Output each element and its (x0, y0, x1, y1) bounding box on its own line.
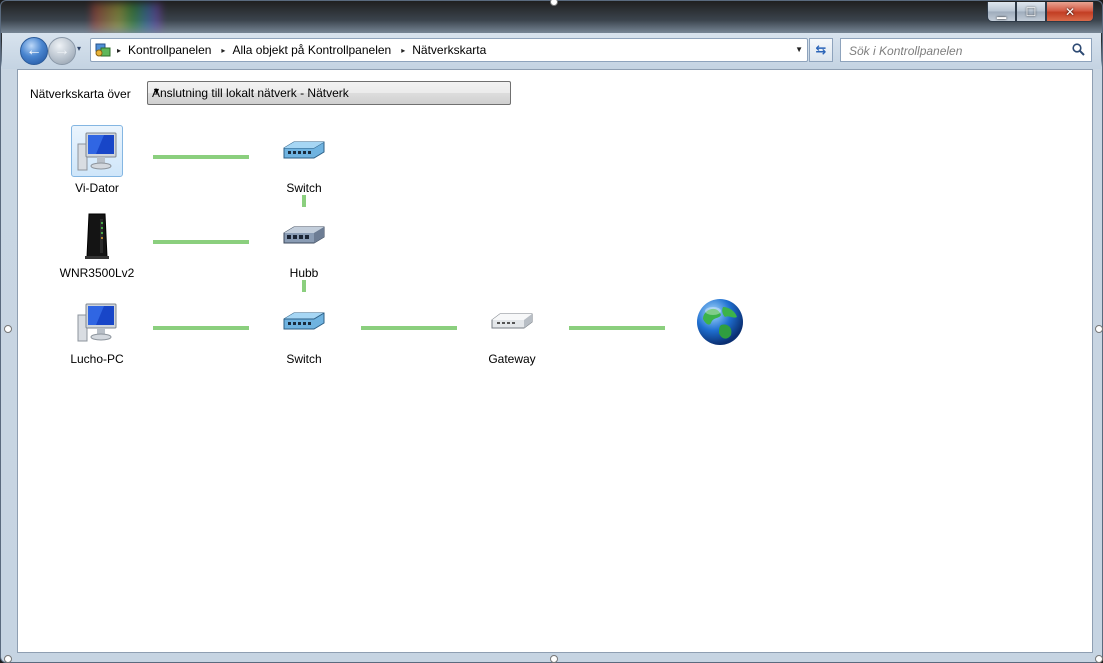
control-panel-icon (95, 43, 111, 57)
globe-icon (697, 299, 743, 345)
caption-buttons: ▁ ☐ ✕ (987, 2, 1094, 22)
breadcrumb: ▸ Kontrollpanelen ▸ Alla objekt på Kontr… (117, 39, 496, 61)
node-switch-bottom[interactable]: Switch (259, 296, 349, 366)
resize-grip-bottom-left[interactable] (4, 655, 12, 663)
computer-icon (77, 132, 117, 171)
hub-icon (283, 226, 325, 244)
minimize-button[interactable]: ▁ (987, 2, 1016, 22)
link-hubb-switch (302, 280, 306, 292)
back-button[interactable]: ← (20, 37, 48, 65)
resize-grip-left[interactable] (4, 325, 12, 333)
gateway-icon (491, 313, 533, 329)
link-vi-dator-switch (153, 155, 249, 159)
breadcrumb-natverkskarta[interactable]: Nätverkskarta (412, 43, 487, 57)
iconbox (694, 296, 746, 348)
node-label: Gateway (488, 352, 536, 366)
breadcrumb-kontrollpanelen[interactable]: Kontrollpanelen (128, 43, 212, 57)
network-map-pane: Nätverkskarta över Anslutning till lokal… (17, 69, 1093, 653)
address-history-dropdown[interactable]: ▼ (795, 45, 803, 54)
network-map-label: Nätverkskarta över (30, 87, 131, 101)
node-label: Hubb (289, 266, 319, 280)
iconbox (278, 296, 330, 348)
link-gateway-internet (569, 326, 665, 330)
breadcrumb-separator[interactable]: ▸ (401, 45, 406, 55)
node-hubb[interactable]: Hubb (259, 210, 349, 280)
node-label: Vi-Dator (75, 181, 119, 195)
iconbox (71, 125, 123, 177)
switch-icon (283, 312, 325, 330)
search-box[interactable] (840, 38, 1092, 62)
iconbox (278, 210, 330, 262)
close-button[interactable]: ✕ (1046, 2, 1094, 22)
forward-button[interactable]: → (48, 37, 76, 65)
iconbox (71, 296, 123, 348)
chevron-down-icon[interactable]: ▼ (152, 86, 161, 96)
resize-grip-bottom[interactable] (550, 655, 558, 663)
resize-grip-bottom-right[interactable] (1095, 655, 1103, 663)
link-switch-gateway (361, 326, 457, 330)
node-gateway[interactable]: Gateway (467, 296, 557, 366)
breadcrumb-separator[interactable]: ▸ (221, 45, 226, 55)
node-switch-top[interactable]: Switch (259, 125, 349, 195)
breadcrumb-separator[interactable]: ▸ (117, 45, 122, 55)
address-bar[interactable]: ▸ Kontrollpanelen ▸ Alla objekt på Kontr… (90, 38, 808, 62)
search-input[interactable] (847, 42, 1066, 60)
network-select-value: Anslutning till lokalt nätverk - Nätverk (152, 86, 349, 100)
node-label: WNR3500Lv2 (59, 266, 135, 280)
link-switch-hubb (302, 195, 306, 207)
node-wnr3500lv2[interactable]: WNR3500Lv2 (52, 210, 142, 280)
iconbox (486, 296, 538, 348)
link-lucho-switch (153, 326, 249, 330)
switch-icon (283, 141, 325, 159)
recent-pages-dropdown[interactable]: ▾ (77, 44, 82, 53)
search-icon[interactable] (1072, 43, 1085, 56)
node-label: Lucho-PC (70, 352, 124, 366)
iconbox (278, 125, 330, 177)
node-lucho-pc[interactable]: Lucho-PC (52, 296, 142, 366)
router-icon (85, 213, 109, 259)
maximize-button[interactable]: ☐ (1016, 2, 1046, 22)
title-bar[interactable]: ▁ ☐ ✕ (1, 1, 1102, 33)
node-vi-dator[interactable]: Vi-Dator (52, 125, 142, 195)
iconbox (71, 210, 123, 262)
node-label: Switch (286, 352, 322, 366)
resize-grip-top[interactable] (550, 0, 558, 6)
breadcrumb-alla-objekt[interactable]: Alla objekt på Kontrollpanelen (232, 43, 392, 57)
link-wnr-hubb (153, 240, 249, 244)
network-select[interactable]: Anslutning till lokalt nätverk - Nätverk… (147, 81, 511, 105)
resize-grip-right[interactable] (1095, 325, 1103, 333)
refresh-button[interactable]: ⇆ (809, 38, 833, 62)
navigation-toolbar: ← → ▾ ▸ Kontrollpanelen ▸ Alla objekt på… (2, 33, 1101, 69)
node-internet[interactable] (675, 296, 765, 348)
computer-icon (77, 303, 117, 342)
node-label: Switch (286, 181, 322, 195)
glass-reflection (91, 3, 161, 31)
